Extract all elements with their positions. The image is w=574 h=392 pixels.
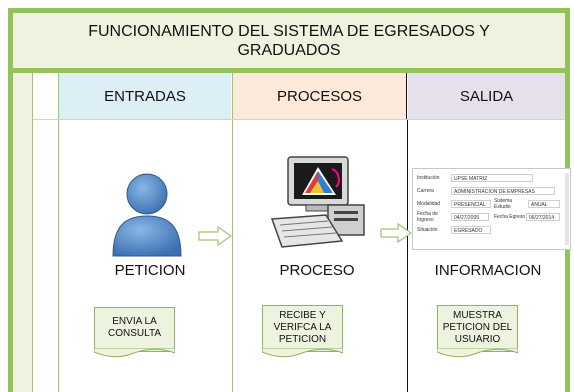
column-header-entradas: ENTRADAS — [58, 73, 231, 120]
doc-box-muestra-peticion: MUESTRA PETICION DEL USUARIO — [437, 305, 518, 358]
form-value: PRESENCIAL — [451, 199, 491, 208]
form-value: 04/27/2005 — [451, 212, 489, 221]
column-divider-2 — [232, 120, 233, 392]
doc-box-line: USUARIO — [454, 334, 501, 345]
form-value: UPSE MATRIZ — [451, 173, 533, 182]
doc-box-envia-consulta: ENVIA LA CONSULTA — [94, 307, 175, 358]
doc-box-line: MUESTRA — [453, 310, 502, 321]
form-screenshot: Institución UPSE MATRIZ Carrera ADMINIST… — [412, 168, 571, 250]
diagram-title-bar: FUNCIONAMIENTO DEL SISTEMA DE EGRESADOS … — [13, 13, 565, 73]
label-proceso: PROCESO — [279, 262, 355, 279]
header-underline — [33, 119, 565, 120]
user-icon — [112, 173, 182, 257]
arrow-right-1 — [198, 226, 232, 246]
form-label: Fecha Egreso — [494, 213, 526, 220]
form-value: EGRESADO — [451, 225, 491, 234]
form-label: Modalidad — [417, 200, 441, 207]
column-header-procesos: PROCESOS — [232, 73, 407, 120]
doc-box-line: ENVIA LA — [112, 316, 157, 327]
doc-wave — [262, 348, 343, 358]
form-value: 06/27/2014 — [526, 212, 560, 221]
doc-box-line: RECIBE Y — [279, 310, 326, 321]
form-label: Carrera — [417, 187, 434, 194]
form-value: ADMINISTRACION DE EMPRESAS — [451, 186, 555, 195]
doc-box-line: CONSULTA — [108, 328, 161, 339]
diagram-title: FUNCIONAMIENTO DEL SISTEMA DE EGRESADOS … — [88, 22, 490, 59]
form-label: Fecha de Ingreso — [417, 210, 438, 223]
form-scrollbar — [565, 173, 569, 245]
form-label: Situación — [417, 226, 438, 233]
label-peticion: PETICION — [114, 262, 186, 279]
form-label: Sistema Estudio — [494, 197, 513, 210]
doc-wave — [437, 348, 518, 358]
column-divider-1 — [58, 120, 59, 392]
form-label: Institución — [417, 174, 440, 181]
doc-wave — [94, 348, 175, 358]
form-value: ANUAL — [528, 199, 560, 208]
arrow-right-2 — [380, 223, 412, 243]
computer-icon — [270, 156, 365, 248]
doc-box-line: PETICION DEL — [442, 322, 513, 333]
doc-box-line: VERIFCA LA — [273, 322, 332, 333]
column-divider-3 — [407, 120, 408, 392]
left-strip — [13, 73, 33, 392]
doc-box-recibe-verifica: RECIBE Y VERIFCA LA PETICION — [262, 305, 343, 358]
doc-box-line: PETICION — [278, 334, 327, 345]
label-informacion: INFORMACION — [434, 262, 542, 279]
column-header-salida: SALIDA — [408, 73, 565, 120]
